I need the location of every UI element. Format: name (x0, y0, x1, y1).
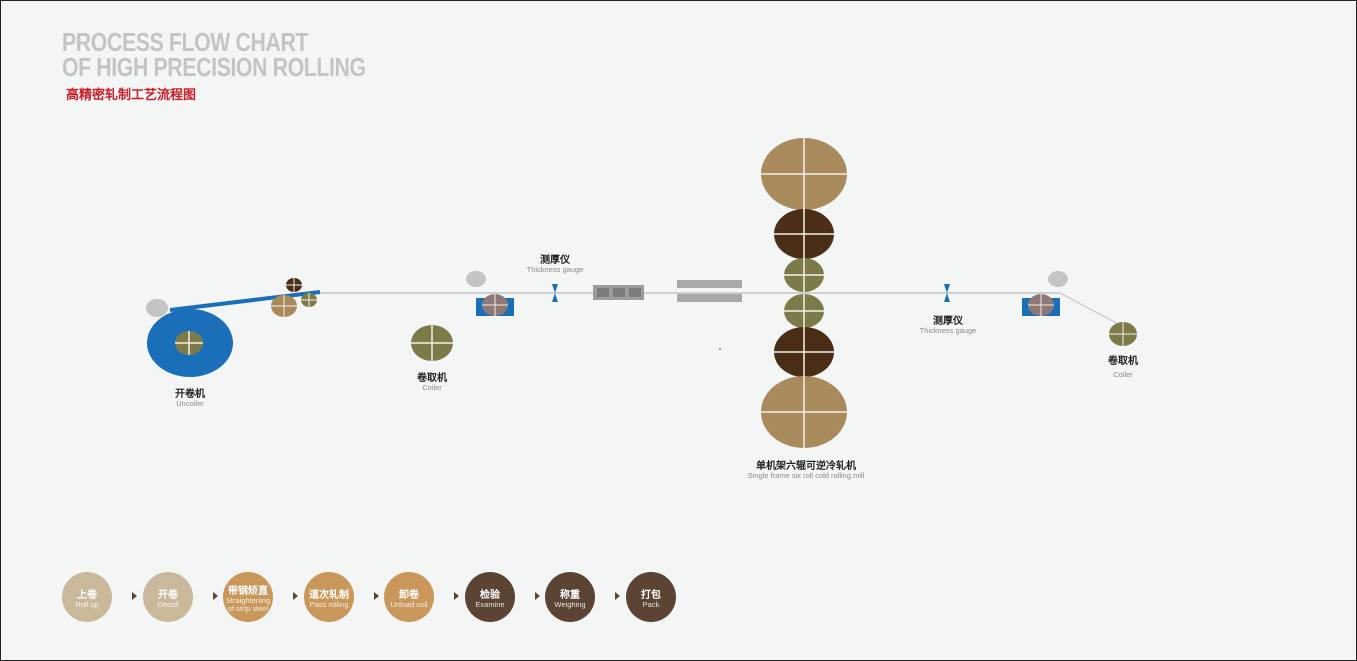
step-cn: 称重 (560, 589, 580, 601)
arrow-icon (132, 592, 137, 600)
coiler-right-label-en: Coiler (1113, 370, 1133, 379)
tension-roll-right (1022, 271, 1068, 316)
arrow-icon (535, 592, 540, 600)
tension-roll-left (466, 271, 514, 316)
uncoiler-label: 开卷机 (175, 387, 205, 400)
coiler-left-label-en: Coiler (422, 383, 442, 392)
six-roll-mill (761, 138, 847, 448)
step-cn: 开卷 (158, 589, 178, 601)
step-en: Unload coil (390, 599, 428, 609)
step-en: Examine (475, 599, 505, 609)
gauge-right-label-en: Thickness gauge (920, 326, 977, 335)
straightener-rolls (271, 278, 317, 317)
uncoiler (146, 290, 321, 377)
step-cn: 检验 (480, 589, 500, 601)
strip-guide (593, 285, 644, 300)
step-en: Straightening of strip steel (225, 595, 271, 613)
mill-label-en: Single frame six roll cold rolling mill (748, 471, 865, 480)
step-cn: 卸卷 (399, 589, 419, 601)
mill-label: 单机架六辊可逆冷轧机 (756, 459, 856, 472)
step-en: Pass rolling (309, 599, 349, 609)
thickness-gauge-left-icon (552, 284, 558, 302)
step-en: Pack (642, 599, 660, 609)
step-cn: 道次轧制 (309, 589, 349, 601)
gauge-left-label: 测厚仪 (540, 253, 571, 266)
step-en: Decoil (157, 599, 179, 609)
title-line-1: PROCESS FLOW CHART (62, 27, 309, 57)
step-cn: 带钢矫直 (228, 585, 268, 597)
page-subtitle: 高精密轧制工艺流程图 (66, 87, 197, 102)
title-line-2: OF HIGH PRECISION ROLLING (62, 52, 366, 82)
page-title: PROCESS FLOW CHART OF HIGH PRECISION ROL… (62, 27, 366, 82)
coiler-left (411, 325, 453, 361)
uncoiler-label-en: Uncoiler (176, 399, 204, 408)
arrow-icon (374, 592, 379, 600)
step-cn: 上卷 (77, 589, 97, 601)
step-cn: 打包 (641, 589, 661, 601)
gauge-left-label-en: Thickness gauge (527, 265, 584, 274)
coiler-left-label: 卷取机 (416, 371, 447, 384)
gauge-right-label: 测厚仪 (933, 314, 964, 327)
thickness-gauge-right-icon (944, 284, 950, 302)
arrow-icon (213, 592, 218, 600)
coiler-right-label: 卷取机 (1107, 354, 1138, 367)
arrow-icon (454, 592, 459, 600)
step-en: Weighing (554, 599, 586, 609)
arrow-icon (293, 592, 298, 600)
strip-line-exit (1059, 292, 1121, 326)
arrow-icon (615, 592, 620, 600)
step-en: Roll up (75, 599, 99, 609)
coiler-right (1109, 322, 1137, 346)
press-plates (677, 280, 742, 302)
